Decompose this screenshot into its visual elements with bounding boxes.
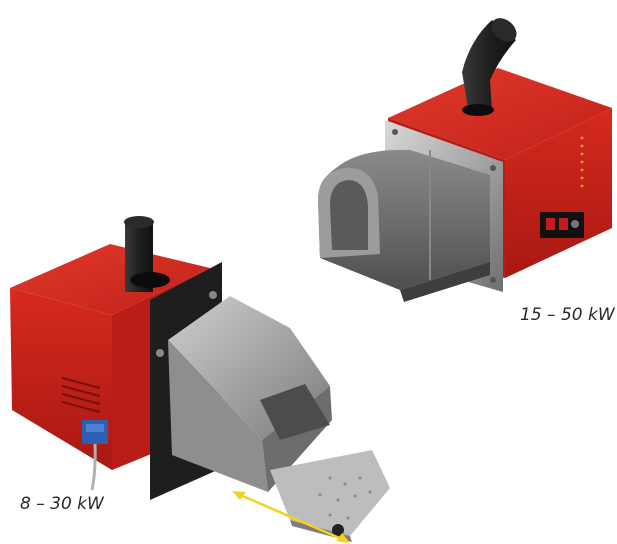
power-connector (82, 420, 108, 491)
combustion-tube (318, 149, 490, 302)
compact-pellet-burner (10, 216, 390, 543)
vent-holes (580, 136, 584, 188)
slide-direction-arrow (232, 491, 350, 543)
ventilation-louvers (61, 377, 101, 413)
inlet-pipe (124, 216, 170, 292)
large-pellet-burner (318, 18, 612, 302)
feed-chute (168, 296, 332, 492)
large-burner-power-label: 15 – 50 kW (520, 305, 615, 325)
inlet-pipe (462, 18, 517, 116)
control-panel (540, 212, 584, 238)
small-burner-power-label: 8 – 30 kW (20, 494, 104, 514)
